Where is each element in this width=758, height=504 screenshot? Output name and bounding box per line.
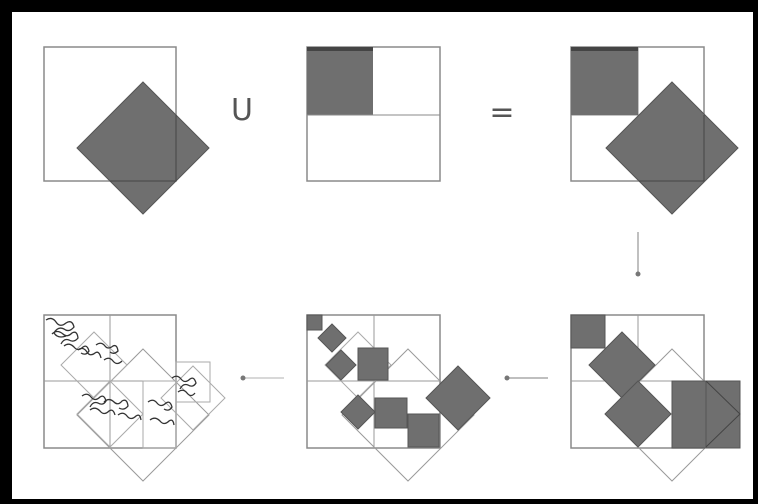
arrow-down bbox=[635, 232, 641, 277]
panel-iteration-n bbox=[43, 314, 226, 482]
frame-bottom-edge bbox=[0, 499, 758, 504]
panel-iteration-2 bbox=[306, 314, 491, 482]
equals-operator: = bbox=[489, 95, 515, 130]
frame-right-edge bbox=[753, 0, 758, 504]
arrow-left-2 bbox=[240, 375, 284, 381]
panel-corner-square bbox=[306, 46, 441, 182]
panel-iteration-1 bbox=[570, 314, 741, 482]
frame-left-edge bbox=[0, 0, 12, 504]
arrow-left-1 bbox=[504, 375, 548, 381]
frame-top-edge bbox=[0, 0, 758, 12]
panel-union-result bbox=[570, 46, 739, 215]
panel-diamond bbox=[43, 46, 210, 215]
union-operator: U bbox=[231, 93, 253, 128]
